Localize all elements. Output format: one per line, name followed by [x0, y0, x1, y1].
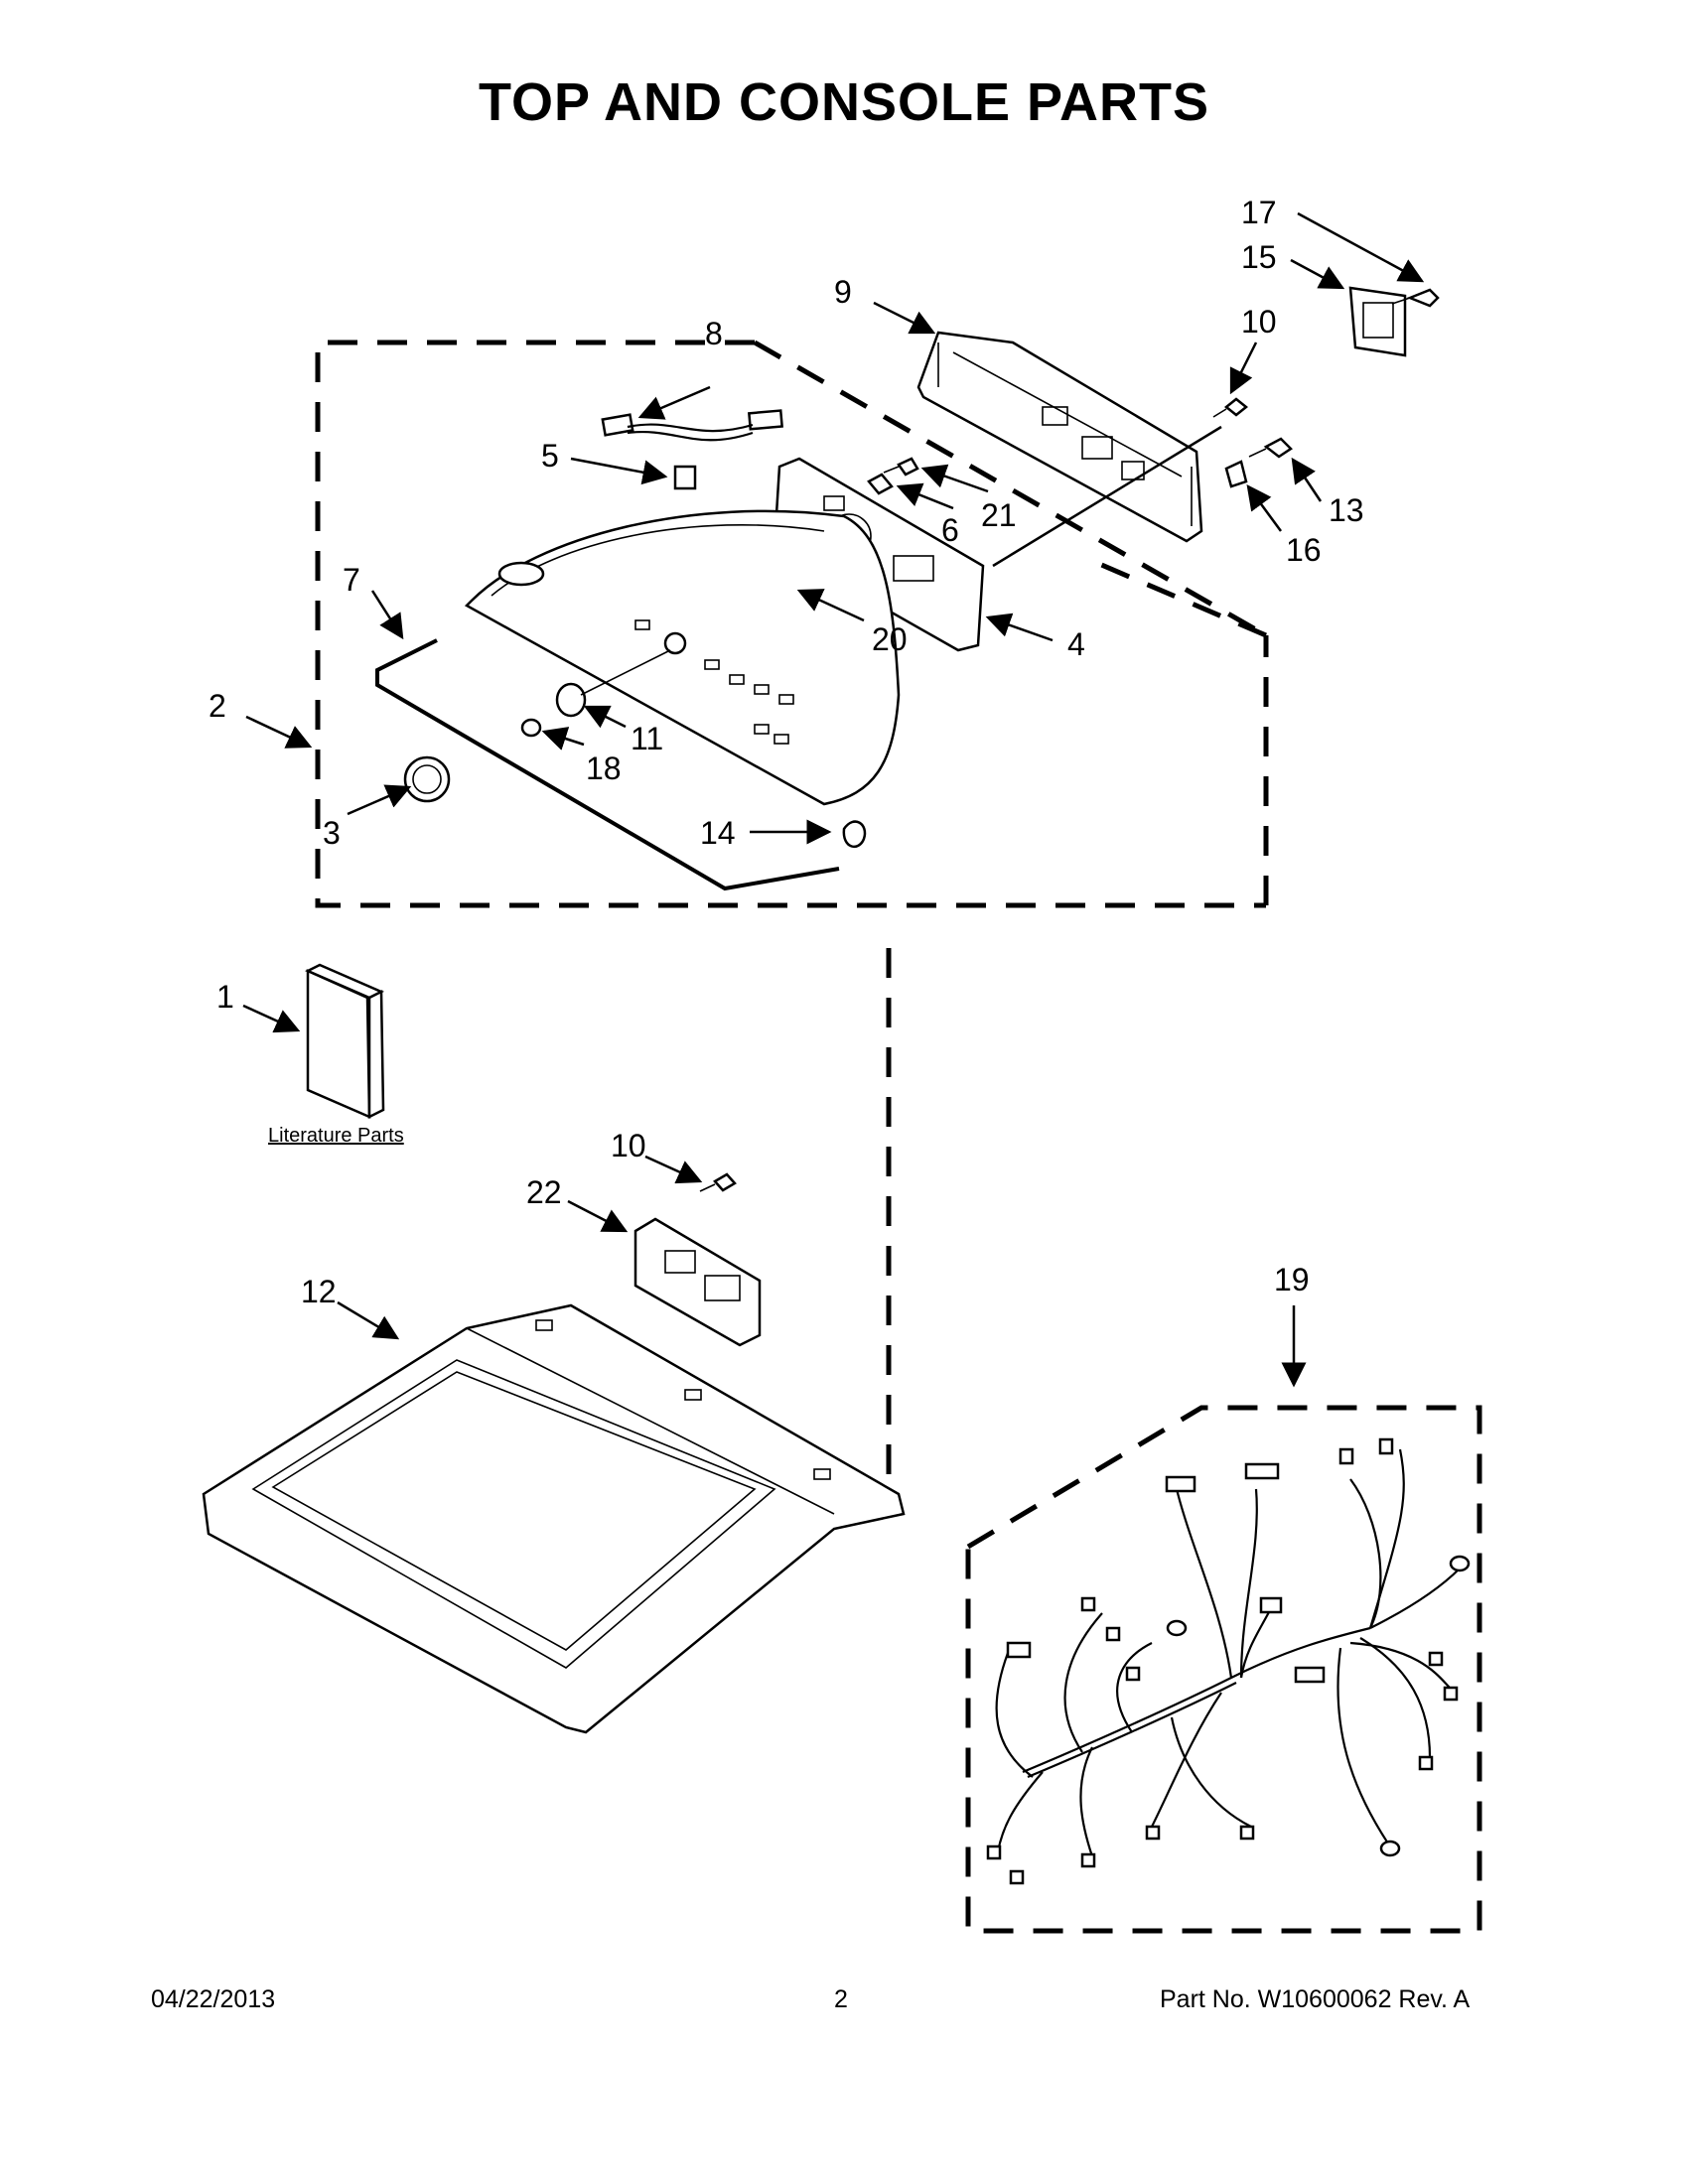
console-panel-part: [464, 509, 901, 806]
callout-8: 8: [705, 316, 723, 351]
callout-19: 19: [1274, 1262, 1310, 1297]
control-module-part: [633, 1217, 762, 1347]
callout-20: 20: [872, 621, 908, 657]
footer-date: 04/22/2013: [151, 1985, 276, 2013]
callout-21: 21: [981, 497, 1017, 533]
knob-part-3: [403, 755, 451, 803]
callout-7: 7: [343, 562, 360, 598]
top-panel-part: [202, 1303, 906, 1734]
callout-labels: 17 15 9 10 8 5 13 21 6 16 7 20 4 2 11 18…: [209, 195, 1364, 1309]
trim-strip-part: [375, 638, 840, 891]
wire-harness-part-8: [601, 409, 783, 442]
callout-2: 2: [209, 688, 226, 724]
footer-page-number: 2: [834, 1985, 848, 2013]
screw-part-17: [1391, 288, 1440, 308]
callout-17: 17: [1241, 195, 1277, 230]
spring-part-18: [520, 718, 542, 738]
callout-6: 6: [941, 512, 959, 548]
callout-9: 9: [834, 274, 852, 310]
callout-15: 15: [1241, 239, 1277, 275]
knob-part-11: [555, 682, 587, 718]
callout-10-bottom: 10: [611, 1128, 646, 1163]
console-bracket-part: [916, 331, 1203, 543]
callout-4: 4: [1067, 626, 1085, 662]
literature-booklet-part: [305, 963, 385, 1120]
literature-parts-label: Literature Parts: [268, 1125, 404, 1147]
part-6: [867, 473, 894, 495]
console-group-outline: [315, 340, 1269, 908]
harness-group-outline: [965, 1405, 1482, 1934]
callout-5: 5: [541, 438, 559, 474]
callout-12: 12: [301, 1274, 337, 1309]
leader-lines: [242, 211, 1425, 1388]
screw-part-21: [883, 457, 919, 477]
callout-11: 11: [631, 721, 663, 756]
screw-part-10-top: [1212, 397, 1249, 418]
callout-13: 13: [1329, 492, 1364, 528]
callout-10-top: 10: [1241, 304, 1277, 340]
clip-part-16: [1224, 460, 1248, 488]
callout-16: 16: [1286, 532, 1322, 568]
clip-part-5: [673, 465, 697, 490]
footer-part-number: Part No. W10600062 Rev. A: [1160, 1985, 1471, 2013]
callout-22: 22: [526, 1174, 562, 1210]
callout-18: 18: [586, 751, 622, 786]
callout-14: 14: [700, 815, 736, 851]
page-title: TOP AND CONSOLE PARTS: [478, 72, 1210, 132]
mounting-bracket-part: [1348, 286, 1407, 357]
clip-part-14: [842, 820, 867, 849]
callout-1: 1: [216, 979, 234, 1015]
main-wire-harness-part: [986, 1437, 1471, 1885]
screw-part-10-bottom: [699, 1172, 737, 1192]
screw-part-13: [1248, 437, 1293, 459]
callout-3: 3: [323, 815, 341, 851]
